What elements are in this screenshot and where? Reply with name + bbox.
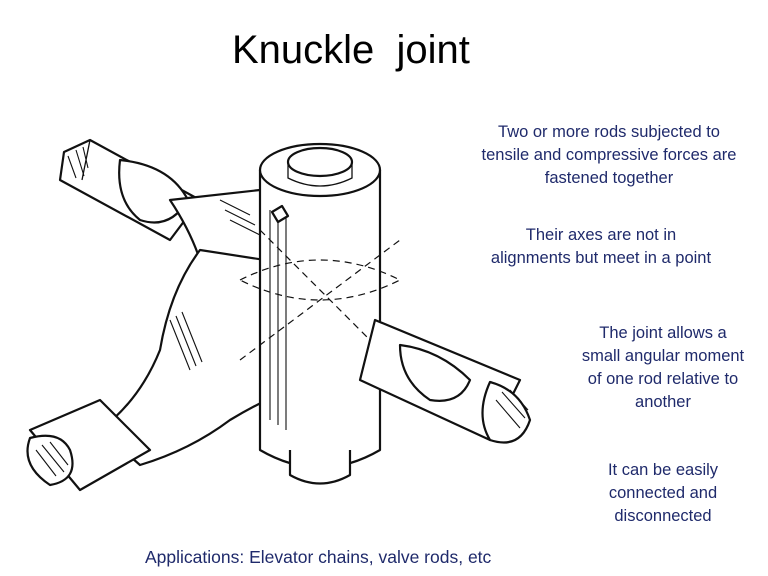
central-knuckle xyxy=(238,142,402,469)
pin-collar xyxy=(270,204,290,224)
slide-title: Knuckle joint xyxy=(232,28,470,72)
knuckle-joint-drawing xyxy=(20,120,560,495)
note-rods-fastened: Two or more rods subjected to tensile an… xyxy=(481,123,737,187)
lower-left-rod xyxy=(26,398,152,492)
knuckle-joint-svg xyxy=(26,138,532,492)
upper-left-rod xyxy=(58,138,202,242)
lower-collar xyxy=(288,450,352,485)
right-rod xyxy=(358,318,532,444)
applications-line: Applications: Elevator chains, valve rod… xyxy=(145,547,492,567)
note-easy-connect: It can be easily connected and disconnec… xyxy=(607,461,719,525)
note-axes-meet: Their axes are not in alignments but mee… xyxy=(490,226,712,267)
note-angular-moment: The joint allows a small angular moment … xyxy=(581,324,745,411)
